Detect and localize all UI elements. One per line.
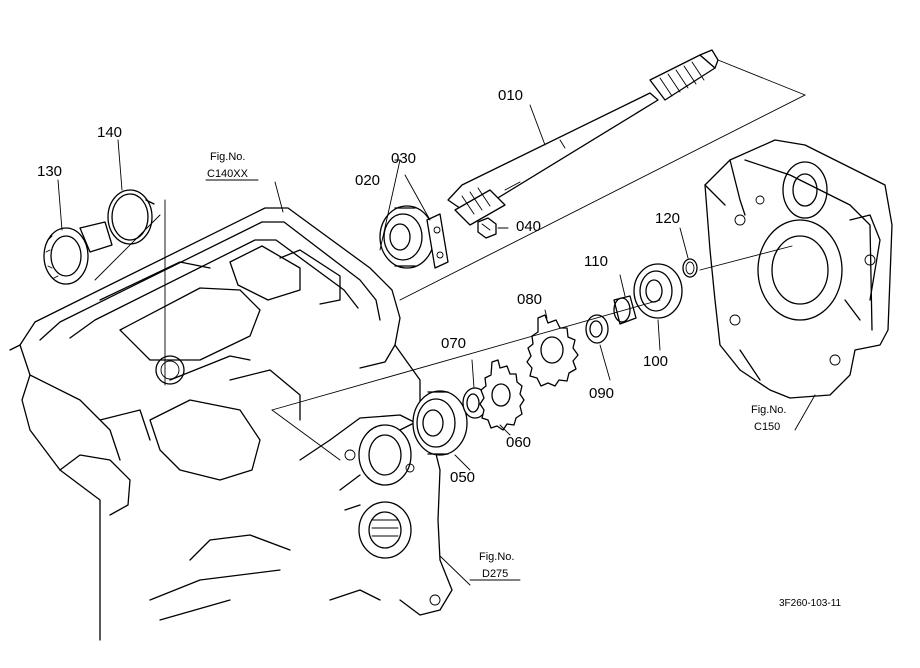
collar-070 [462,387,488,419]
gear-080 [526,314,579,387]
part-label-090: 090 [589,385,614,402]
part-label-050: 050 [450,469,475,486]
figure-ref-title: Fig.No. [210,151,245,163]
leader-lines [57,59,816,586]
drawing-number: 3F260-103-11 [779,598,842,609]
washer-090 [585,314,609,344]
transmission-case [9,199,453,641]
part-label-030: 030 [391,150,416,167]
figure-ref-title: Fig.No. [751,404,786,416]
part-label-070: 070 [441,335,466,352]
figure-ref-code: C150 [754,421,780,433]
snap-ring-140 [107,189,155,245]
part-label-110: 110 [584,253,608,270]
part-label-040: 040 [516,218,541,235]
clutch-housing [704,139,893,399]
gear-060 [479,359,525,431]
bearing-050 [412,390,468,456]
part-label-120: 120 [655,210,680,227]
part-label-140: 140 [97,124,122,141]
circlip-120 [682,258,698,278]
bearing-100 [633,263,683,319]
part-label-130: 130 [37,163,62,180]
figure-ref-c150: Fig.No. C150 [751,404,786,433]
figure-ref-code: C140XX [207,168,249,180]
main-shaft-010 [447,49,719,226]
figure-ref-d275: Fig.No. D275 [469,551,521,581]
plate-030 [426,213,449,269]
part-label-060: 060 [506,434,531,451]
part-label-080: 080 [517,291,542,308]
figure-ref-code: D275 [482,568,508,580]
nut-040 [477,217,497,239]
part-label-020: 020 [355,172,380,189]
coupling-130 [43,221,113,285]
figure-ref-c140: Fig.No. C140XX [205,151,259,181]
part-label-010: 010 [498,87,523,104]
figure-ref-title: Fig.No. [479,551,514,563]
part-label-100: 100 [643,353,668,370]
